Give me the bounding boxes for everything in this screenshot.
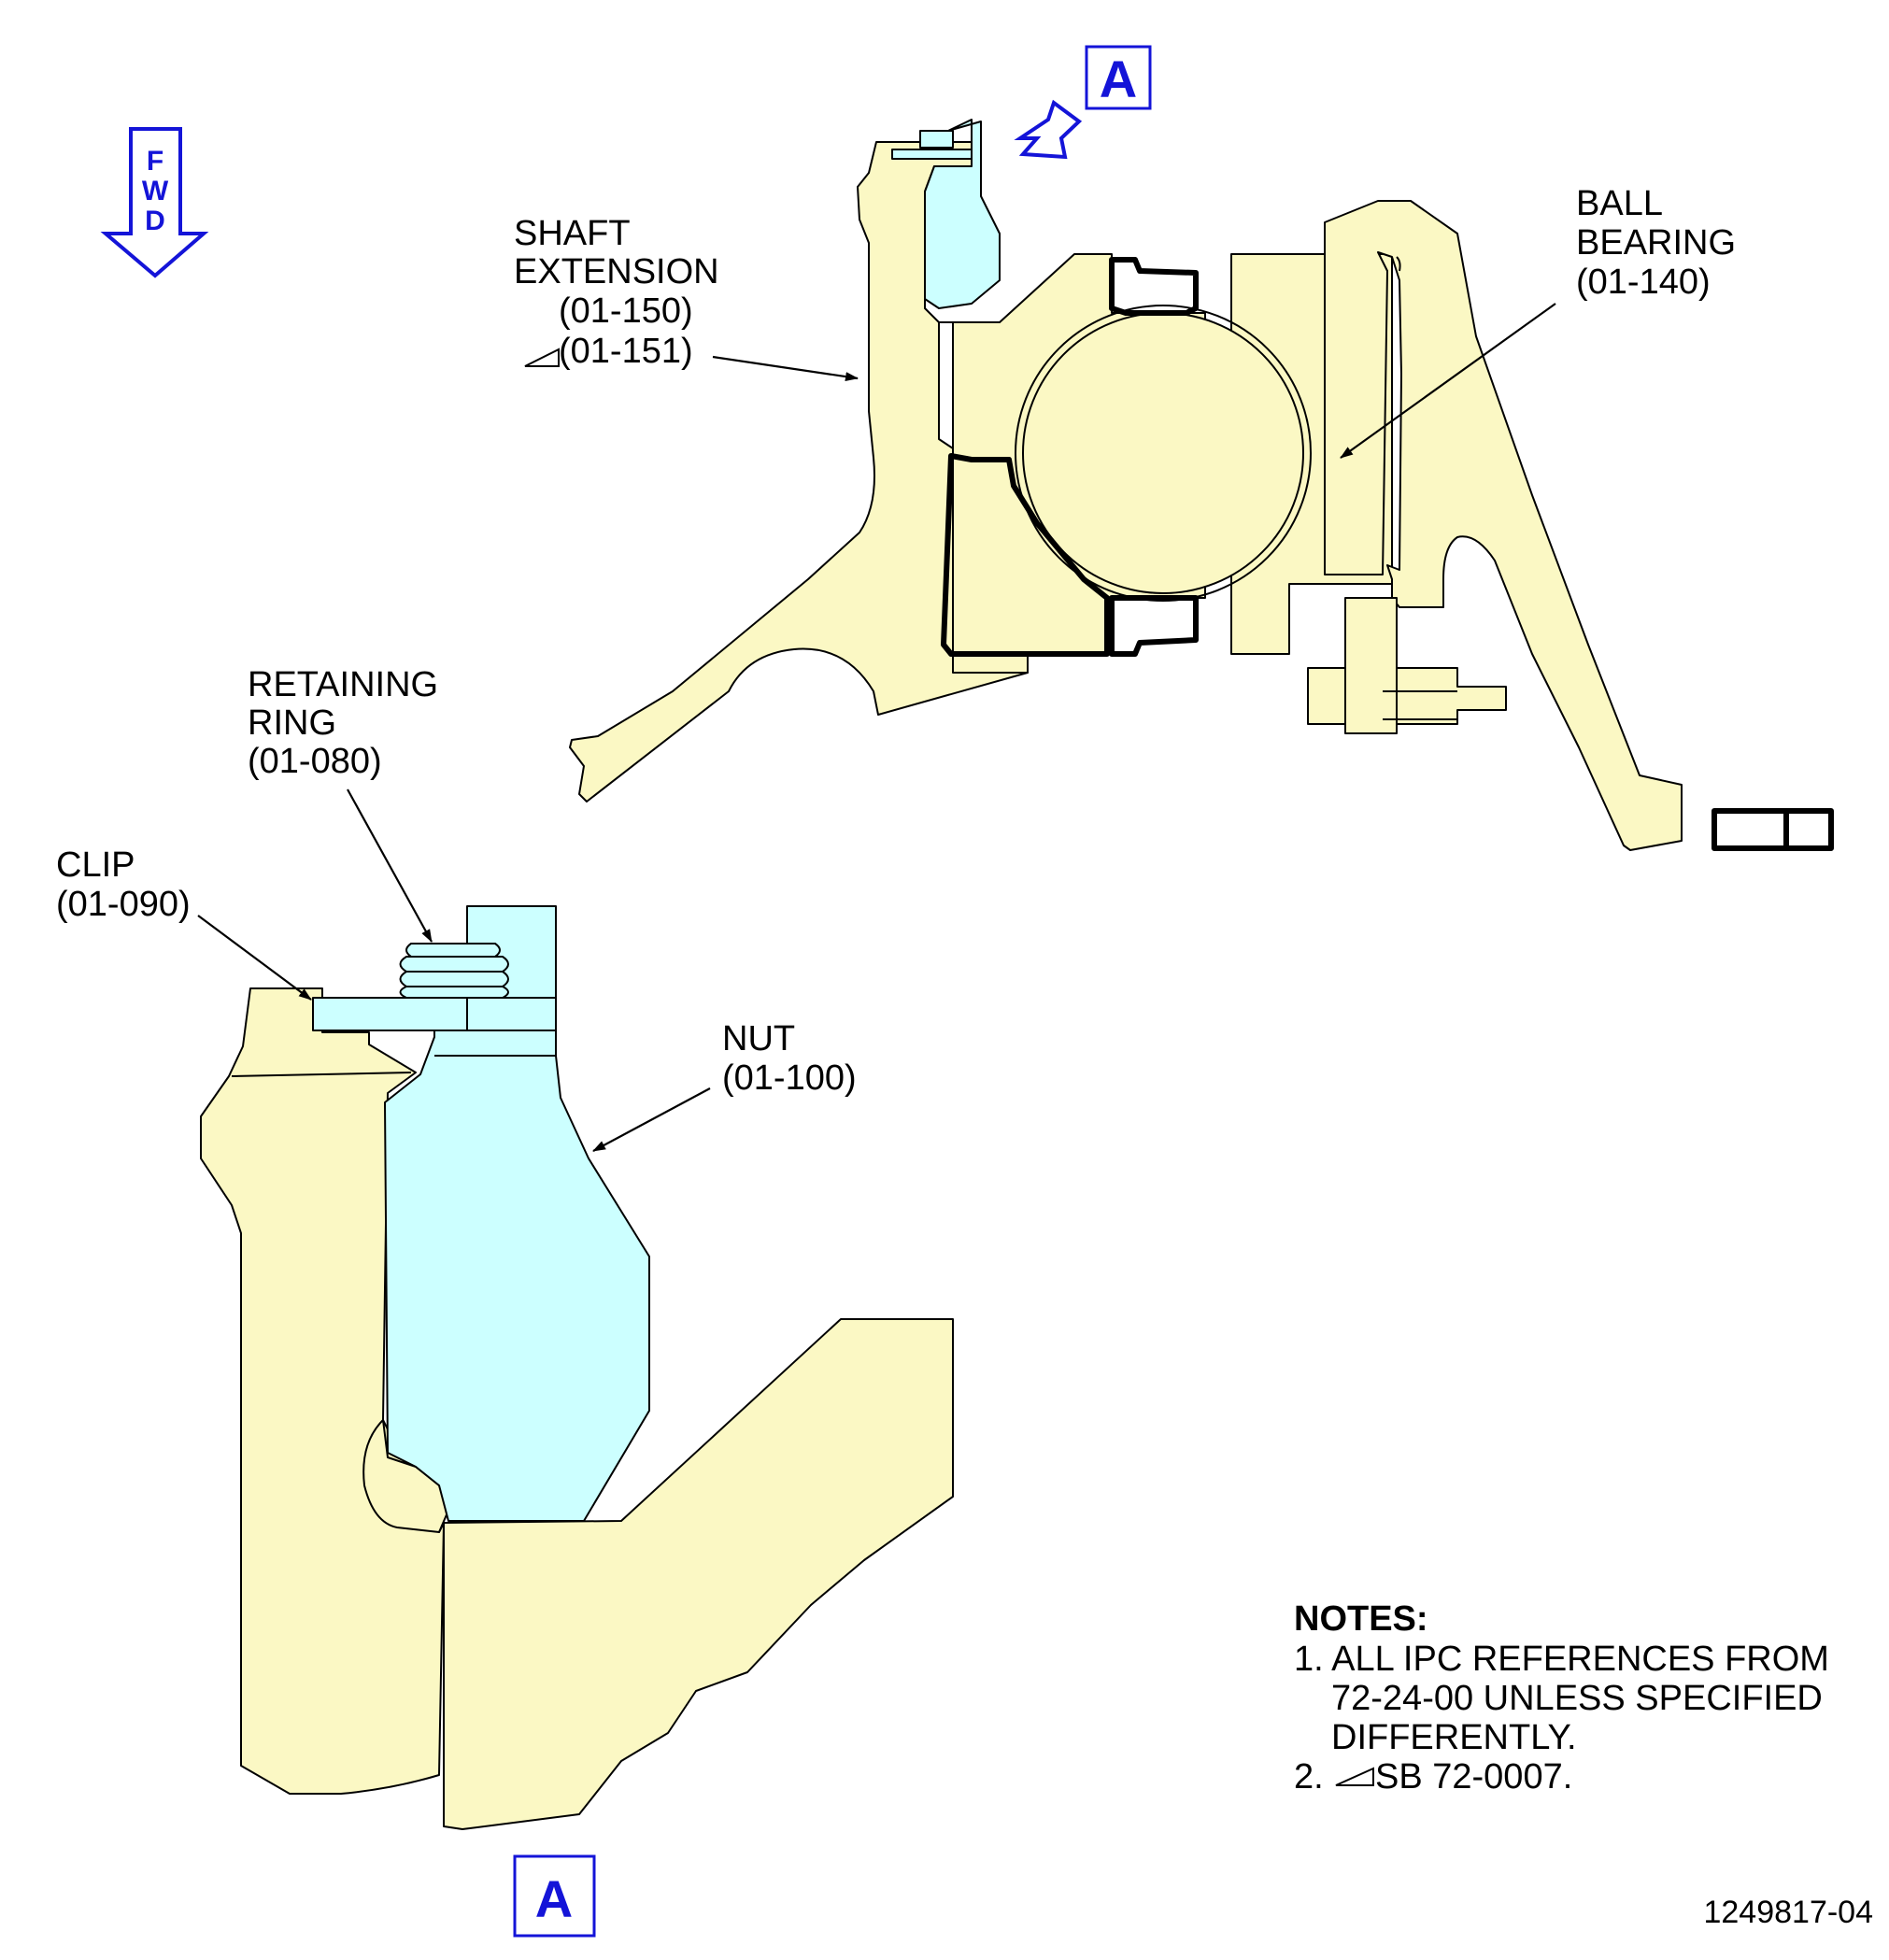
detail-clip-part xyxy=(312,997,557,1031)
upper-seal-top xyxy=(1109,257,1199,316)
support-strut-part xyxy=(1324,200,1683,851)
detail-nut-part xyxy=(384,905,650,1522)
note-2-text: SB 72-0007. xyxy=(1375,1757,1572,1797)
drawing-number: 1249817-04 xyxy=(1703,1895,1873,1930)
ball-bearing-label-line1: BALL xyxy=(1576,184,1663,223)
retaining-ring-callout: RETAINING RING (01-080) xyxy=(248,665,438,943)
sb-effectivity-triangle-icon xyxy=(524,348,560,367)
upper-assembly xyxy=(569,119,1834,851)
retaining-ring-ref: (01-080) xyxy=(248,742,382,781)
notes-block: NOTES: 1. ALL IPC REFERENCES FROM 72-24-… xyxy=(1294,1599,1829,1797)
note-2-number: 2. xyxy=(1294,1757,1324,1797)
ball-bearing-label-line2: BEARING xyxy=(1576,223,1736,263)
shaft-extension-label-line1: SHAFT xyxy=(514,214,631,253)
ball-bearing-callout: BALL BEARING (01-140) xyxy=(1340,184,1736,459)
fwd-letter-d: D xyxy=(145,206,165,236)
upper-seal-lower-frame xyxy=(941,453,1110,657)
shaft-extension-ref-1: (01-150) xyxy=(559,291,693,331)
view-a-letter-bottom: A xyxy=(535,1869,573,1928)
shaft-extension-ref-2: (01-151) xyxy=(559,332,693,371)
nut-ref: (01-100) xyxy=(722,1058,857,1098)
view-direction-arrow-icon xyxy=(1014,99,1083,160)
note-1-line1: 1. ALL IPC REFERENCES FROM xyxy=(1294,1640,1829,1679)
nut-callout: NUT (01-100) xyxy=(592,1019,857,1152)
clip-callout: CLIP (01-090) xyxy=(56,845,312,1001)
fwd-arrow-icon: F W D xyxy=(100,127,209,278)
detail-shaft-extension xyxy=(200,987,445,1795)
clip-ref: (01-090) xyxy=(56,885,191,924)
nut-label: NUT xyxy=(722,1019,795,1058)
ball-bearing-ball xyxy=(1022,312,1304,594)
bolt-assembly xyxy=(1307,597,1507,734)
detail-retaining-ring-part xyxy=(399,943,509,999)
pin-part xyxy=(1711,808,1834,851)
upper-nut-part xyxy=(924,119,1001,309)
sb-effectivity-triangle-icon xyxy=(1335,1767,1374,1786)
note-1-line3: DIFFERENTLY. xyxy=(1331,1718,1577,1757)
view-a-marker-bottom: A xyxy=(513,1854,596,1938)
view-a-marker-top: A xyxy=(1085,45,1152,110)
clip-label: CLIP xyxy=(56,845,135,885)
upper-seal-bottom xyxy=(1109,595,1199,657)
detail-lower-housing xyxy=(443,1318,954,1830)
fwd-letter-w: W xyxy=(142,176,169,206)
retaining-ring-label-line1: RETAINING xyxy=(248,665,438,704)
shaft-extension-label-line2: EXTENSION xyxy=(514,252,719,291)
view-a-letter-top: A xyxy=(1100,50,1137,108)
detail-a-view xyxy=(200,905,954,1830)
retaining-ring-label-line2: RING xyxy=(248,703,336,743)
note-1-line2: 72-24-00 UNLESS SPECIFIED xyxy=(1331,1679,1823,1718)
notes-heading: NOTES: xyxy=(1294,1599,1428,1639)
fwd-letter-f: F xyxy=(147,146,163,177)
shaft-extension-callout: SHAFT EXTENSION (01-150) (01-151) xyxy=(514,214,859,382)
ball-bearing-ref: (01-140) xyxy=(1576,263,1711,302)
